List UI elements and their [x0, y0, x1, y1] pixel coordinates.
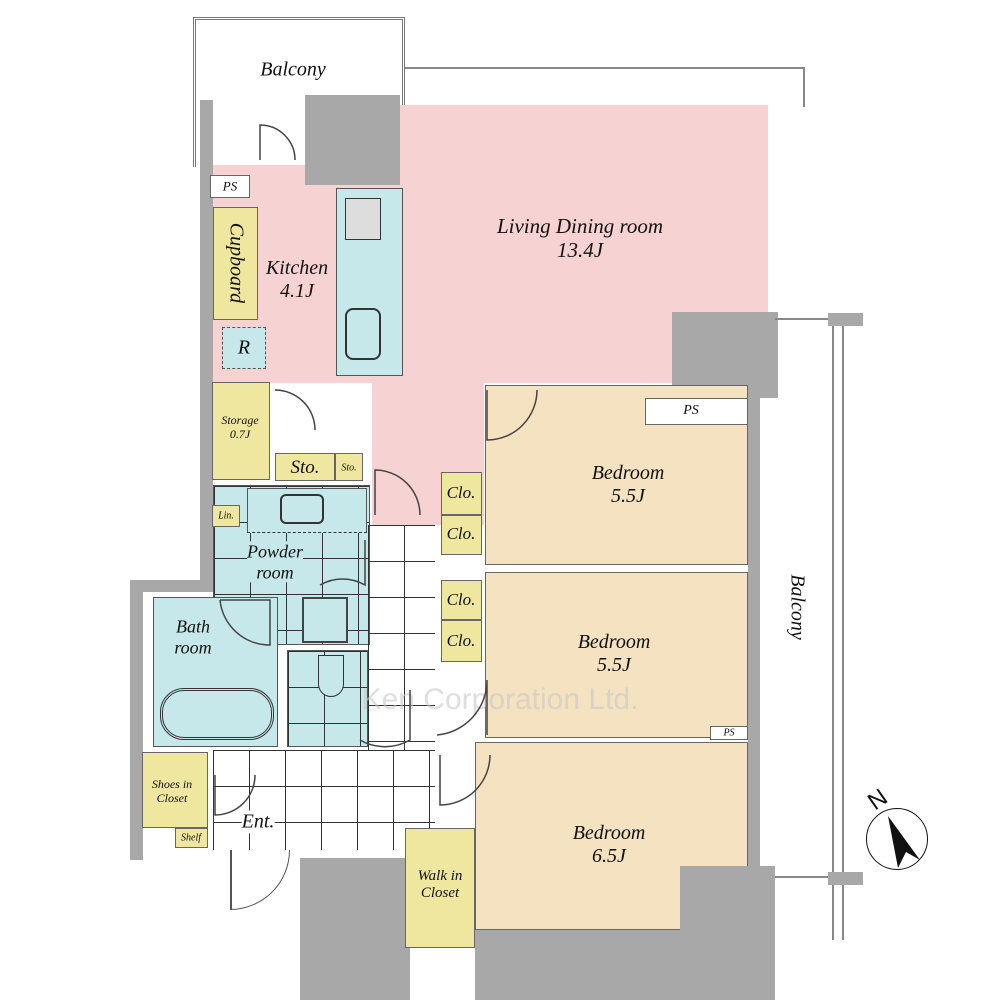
shoes-closet — [142, 752, 208, 828]
sto-small — [335, 453, 363, 481]
bath-room-label: Bath room — [174, 616, 211, 657]
ps-mid-label: PS — [683, 402, 699, 418]
watermark: Ken Corporation Ltd. — [361, 682, 639, 716]
bathtub-icon — [160, 688, 274, 740]
balcony-door-icon — [259, 124, 296, 161]
wall-bottom-2 — [475, 930, 775, 1000]
room-name-line2: room — [256, 562, 294, 582]
bedroom-2-label: Bedroom 5.5J — [578, 631, 651, 677]
room-name: Bedroom — [577, 631, 651, 653]
closet-4-label: Clo. — [446, 631, 476, 651]
closet-name-line2: Closet — [420, 885, 460, 901]
sto-large-label: Sto. — [290, 457, 320, 479]
ps-mid — [645, 398, 748, 425]
shoes-door-icon — [214, 774, 256, 816]
linen — [212, 505, 240, 527]
room-size: 5.5J — [611, 485, 645, 507]
room-name: Storage — [221, 413, 259, 428]
closet-4 — [441, 620, 482, 662]
room-size: 4.1J — [280, 280, 314, 302]
living-dining-label: Living Dining room 13.4J — [497, 214, 663, 262]
refrigerator-label: R — [237, 336, 251, 359]
linen-label: Lin. — [218, 510, 234, 522]
closet-1 — [441, 472, 482, 515]
ps-small-label: PS — [723, 727, 735, 739]
toilet-icon — [318, 655, 344, 697]
bedroom-1-door-icon — [486, 389, 538, 441]
wall-step — [130, 580, 213, 592]
cupboard — [213, 207, 258, 320]
wall-left — [200, 100, 213, 590]
room-name: Living Dining room — [496, 213, 664, 238]
room-size: 0.7J — [229, 427, 251, 441]
sto-small-label: Sto. — [341, 462, 357, 474]
balcony-right — [775, 318, 845, 878]
closet-name-line1: Shoes in — [151, 777, 193, 792]
room-name-line1: Powder — [247, 541, 303, 562]
storage — [212, 382, 270, 480]
column-bottom-right-overlay — [680, 866, 775, 930]
stove-icon — [345, 198, 381, 240]
room-size: 13.4J — [556, 238, 604, 262]
closet-1-label: Clo. — [446, 483, 476, 503]
bedroom-1-label: Bedroom 5.5J — [592, 462, 665, 508]
rail-post-top — [828, 313, 863, 326]
rail-post-bottom — [828, 872, 863, 885]
hall-door-icon — [374, 469, 421, 516]
shoes-closet-label: Shoes in Closet — [151, 777, 193, 806]
washing-machine — [302, 597, 348, 643]
ps-top — [210, 175, 250, 198]
sto-large — [275, 453, 335, 481]
walk-in-closet — [405, 828, 475, 948]
room-name: Bedroom — [572, 822, 646, 844]
shelf-label: Shelf — [181, 832, 201, 844]
walk-in-closet-label: Walk in Closet — [418, 868, 463, 903]
closet-2-label: Clo. — [446, 524, 476, 544]
bath-door-icon — [219, 599, 271, 646]
room-size: 6.5J — [592, 845, 626, 867]
balcony-top — [193, 17, 405, 167]
powder-door-icon — [319, 540, 366, 587]
hallway — [368, 525, 435, 750]
wall-bottom — [300, 858, 410, 1000]
storage-label: Storage 0.7J — [221, 413, 259, 442]
closet-3-label: Clo. — [446, 590, 476, 610]
toilet-door-icon — [359, 690, 411, 748]
shelf — [175, 828, 208, 848]
compass — [866, 808, 928, 870]
entrance-label: Ent. — [241, 810, 275, 834]
ps-small — [710, 726, 748, 740]
balcony-top-label: Balcony — [260, 58, 326, 81]
powder-room-label: Powder room — [247, 541, 303, 583]
window-rail-top — [405, 67, 805, 107]
bedroom-3-door-icon — [439, 754, 491, 806]
ps-top-label: PS — [222, 178, 238, 194]
bedroom-2 — [485, 572, 748, 738]
room-name: Bedroom — [591, 462, 665, 484]
refrigerator — [222, 327, 266, 369]
bedroom-2-door-icon — [436, 679, 488, 736]
kitchen-label: Kitchen 4.1J — [266, 257, 328, 303]
column-top-overlay — [305, 95, 400, 185]
closet-name-line1: Walk in — [417, 867, 463, 884]
bedroom-3-label: Bedroom 6.5J — [573, 822, 646, 868]
closet-name-line2: Closet — [156, 791, 188, 805]
room-name-line2: room — [174, 637, 212, 657]
wall-right — [748, 398, 760, 878]
balcony-rail — [832, 320, 844, 940]
closet-2 — [441, 515, 482, 555]
room-name: Kitchen — [265, 257, 329, 279]
basin-icon — [280, 494, 324, 524]
sink-icon — [345, 308, 381, 360]
room-size: 5.5J — [597, 654, 631, 676]
room-name-line1: Bath — [176, 616, 210, 637]
wall-left-lower — [130, 585, 143, 860]
closet-3 — [441, 580, 482, 620]
column-right-overlay — [672, 312, 778, 398]
storage-door-icon — [274, 389, 316, 431]
